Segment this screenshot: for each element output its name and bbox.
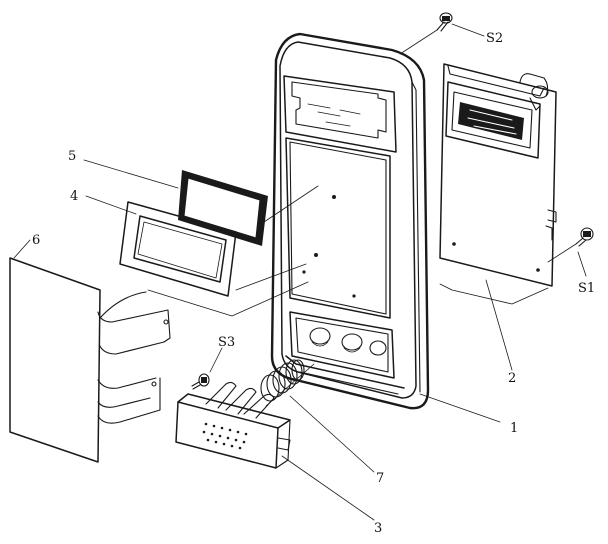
window-frame (119, 201, 237, 297)
screw-s3 (191, 373, 210, 390)
label-s2: S2 (486, 31, 503, 46)
spring (260, 359, 305, 402)
protective-sheet (9, 257, 171, 463)
label-s3: S3 (218, 335, 235, 350)
display-opening (283, 75, 397, 153)
callout-labels: S2 S1 S3 1 2 3 4 5 6 7 (32, 31, 595, 536)
keypad-area (285, 137, 391, 319)
label-part-2: 2 (508, 371, 516, 386)
switch-block (175, 381, 291, 469)
label-s1: S1 (578, 281, 595, 296)
switch-compartment (289, 311, 395, 379)
control-board (439, 63, 557, 305)
label-part-4: 4 (70, 189, 78, 204)
assembly-guides (147, 29, 577, 407)
screw-s1 (575, 227, 594, 247)
label-part-6: 6 (32, 233, 40, 248)
control-panel-frame (270, 32, 430, 410)
label-part-5: 5 (68, 149, 76, 164)
label-part-1: 1 (510, 421, 518, 436)
display-window (178, 170, 268, 246)
screw-s2 (436, 12, 453, 32)
label-part-3: 3 (374, 521, 382, 536)
leader-lines (13, 23, 587, 521)
label-part-7: 7 (376, 471, 384, 486)
display-module (445, 81, 541, 159)
switch-dots (202, 422, 248, 450)
